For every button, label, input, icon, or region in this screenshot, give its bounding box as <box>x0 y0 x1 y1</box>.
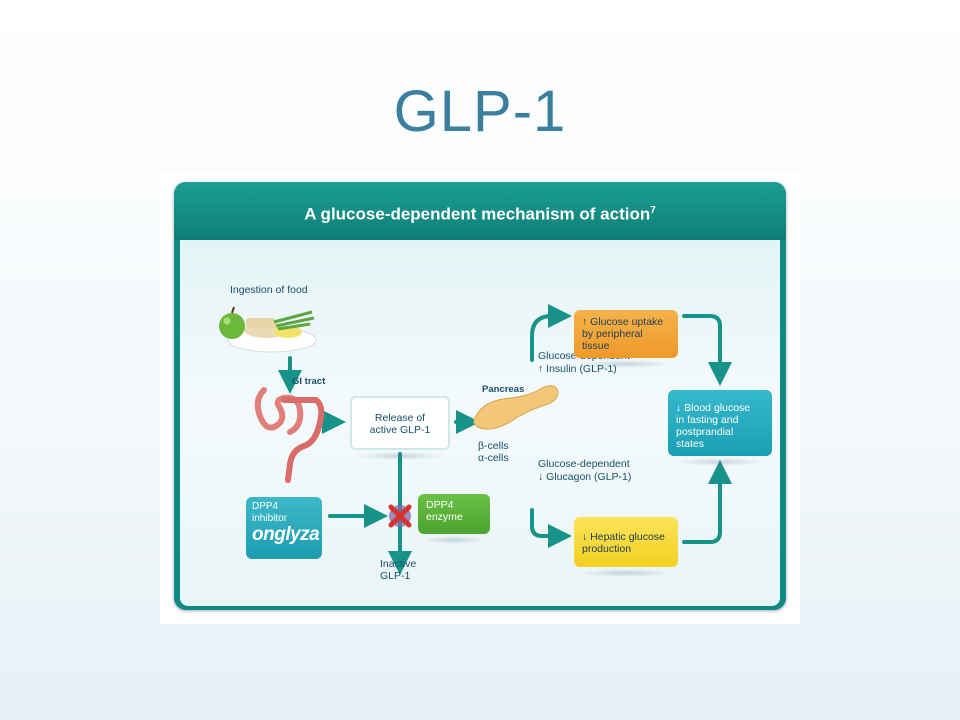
arrow-layer <box>219 304 732 575</box>
beta-cells-label: β-cells <box>478 440 509 452</box>
dpp4-inhibitor-line-2: inhibitor <box>252 513 288 524</box>
release-glp1-box: Release of active GLP-1 <box>350 396 450 450</box>
glucose-uptake-line-1: Glucose uptake <box>590 316 664 328</box>
glucagon-line-2-wrap: ↓ Glucagon (GLP-1) <box>538 471 631 483</box>
hepatic-glucose-box: ↓ Hepatic glucose production <box>574 517 678 567</box>
inactive-line-1: Inactive <box>380 558 417 570</box>
glucose-uptake-line-2: by peripheral tissue <box>582 328 643 352</box>
arrow-insulin-path <box>530 304 572 362</box>
arrow-uptake-to-blood <box>682 314 732 386</box>
inactive-line-2: GLP-1 <box>380 570 411 582</box>
blood-glucose-line-2: in fasting and <box>676 414 739 426</box>
down-arrow-icon: ↓ <box>582 531 588 543</box>
up-arrow-icon: ↑ <box>538 363 544 375</box>
intestine-icon <box>254 387 325 483</box>
blood-glucose-line-3: postprandial states <box>676 426 734 450</box>
pancreas-icon <box>473 385 559 430</box>
glucose-uptake-line-1-wrap: ↑ Glucose uptake <box>582 316 670 328</box>
dpp4-enzyme-line-1: DPP4 <box>426 499 454 511</box>
hepatic-line-2: production <box>582 543 632 555</box>
slide-title: GLP-1 <box>393 79 567 144</box>
ingestion-label: Ingestion of food <box>230 284 308 296</box>
gi-tract-label: GI tract <box>292 376 326 387</box>
figure-header: A glucose-dependent mechanism of action7 <box>174 182 786 240</box>
glucagon-line-2: Glucagon (GLP-1) <box>546 471 632 483</box>
insulin-line-2-wrap: ↑ Insulin (GLP-1) <box>538 363 617 375</box>
release-line-2: active GLP-1 <box>369 424 431 436</box>
food-plate-icon <box>219 306 317 353</box>
mechanism-figure: A glucose-dependent mechanism of action7 <box>160 172 800 624</box>
alpha-cells-label: α-cells <box>478 452 509 464</box>
insulin-line-2: Insulin (GLP-1) <box>546 363 617 375</box>
dpp4-enzyme-line-2: enzyme <box>426 511 463 523</box>
dpp4-enzyme-box: DPP4 enzyme <box>418 494 490 534</box>
block-x-icon <box>388 504 412 528</box>
shadow-blood <box>674 458 766 466</box>
arrow-hepatic-to-blood <box>682 460 732 544</box>
dpp4-inhibitor-line-1: DPP4 <box>252 501 279 512</box>
blood-glucose-line-1: Blood glucose <box>684 402 751 414</box>
onglyza-logo: onglyza <box>252 524 320 545</box>
up-arrow-icon: ↑ <box>582 316 588 328</box>
arrow-glucagon-path <box>530 508 572 548</box>
down-arrow-icon: ↓ <box>676 402 682 414</box>
figure-panel: A glucose-dependent mechanism of action7 <box>174 182 786 610</box>
header-text: A glucose-dependent mechanism of action <box>304 204 651 224</box>
inactive-glp1-label: Inactive GLP-1 <box>380 558 416 582</box>
header-reference: 7 <box>650 205 656 216</box>
down-arrow-icon: ↓ <box>538 471 544 483</box>
shadow-uptake <box>580 360 672 368</box>
hepatic-line-1-wrap: ↓ Hepatic glucose <box>582 531 670 543</box>
glucagon-line-1: Glucose-dependent <box>538 458 630 470</box>
blood-glucose-box: ↓ Blood glucose in fasting and postprand… <box>668 390 772 456</box>
shadow-hepatic <box>580 569 672 577</box>
blood-glucose-line-1-wrap: ↓ Blood glucose <box>676 402 764 414</box>
shadow-enzyme <box>422 536 486 544</box>
shadow-release <box>356 452 444 460</box>
hepatic-line-1: Hepatic glucose <box>590 531 665 543</box>
dpp4-inhibitor-box: DPP4 inhibitor onglyza <box>246 497 322 559</box>
figure-body: Ingestion of food GI tract Pancreas Rele… <box>180 240 780 606</box>
pancreas-label: Pancreas <box>482 384 525 395</box>
release-line-1: Release of <box>374 412 426 424</box>
glucose-uptake-box: ↑ Glucose uptake by peripheral tissue <box>574 310 678 358</box>
